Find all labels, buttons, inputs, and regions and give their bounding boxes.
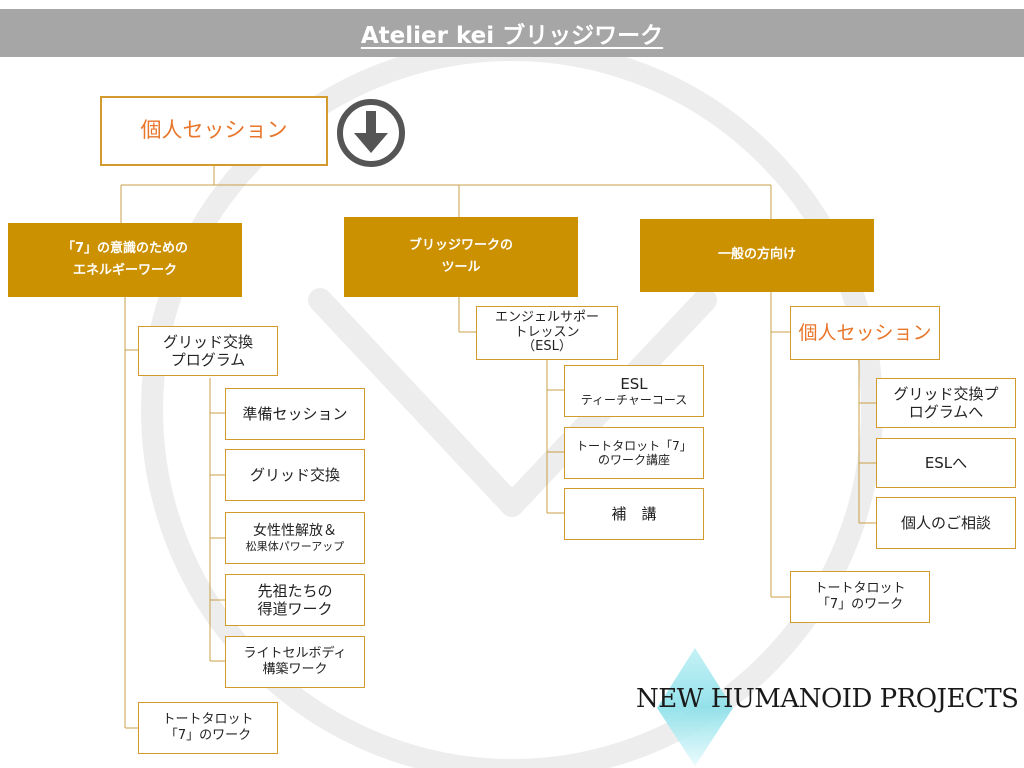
page-title: Atelier kei ブリッジワーク (360, 23, 664, 49)
box-line: 構築ワーク (262, 662, 328, 677)
box-line: 個人のご相談 (900, 514, 991, 532)
right-thoth-tarot-box: トートタロット 「7」のワーク (790, 571, 930, 623)
right-session-box: 個人セッション (790, 306, 940, 360)
left-thoth-tarot-box: トートタロット 「7」のワーク (138, 702, 278, 754)
tarot-course-box: トートタロット「7」 のワーク講座 (564, 427, 704, 479)
diamond-logo-icon (657, 648, 733, 766)
category-label-line: 一般の方向け (717, 247, 796, 263)
box-line: グリッド交換プ (893, 385, 999, 403)
box-line: トートタロット「7」 (576, 438, 692, 453)
angel-support-lesson-box: エンジェルサポー トレッスン （ESL） (476, 306, 618, 360)
category-energy-work: 「7」の意識のための エネルギーワーク (8, 223, 242, 297)
category-general-public: 一般の方向け (640, 219, 874, 292)
box-line: プログラム (170, 351, 246, 369)
category-label-line: 「7」の意識のための (61, 240, 189, 256)
step-grid-exchange: グリッド交換 (225, 449, 365, 501)
esl-teacher-course-box: ESL ティーチャーコース (564, 365, 704, 417)
box-line: グリッド交換 (249, 466, 340, 484)
box-line: 松果体パワーアップ (245, 539, 345, 553)
box-line: 補 講 (611, 505, 657, 523)
box-line: 先祖たちの (257, 582, 333, 600)
top-session-label: 個人セッション (140, 118, 288, 143)
box-line: ESLへ (924, 454, 968, 472)
box-line: のワーク講座 (597, 453, 670, 467)
grid-exchange-program-box: グリッド交換 プログラム (138, 326, 278, 376)
circle-arrow-down-icon (337, 99, 405, 167)
to-grid-program-box: グリッド交換プ ログラムへ (876, 378, 1016, 428)
box-line: ティーチャーコース (580, 392, 688, 407)
box-line: グリッド交換 (162, 333, 253, 351)
box-line: トートタロット (814, 581, 906, 597)
box-line: トートタロット (162, 712, 254, 728)
box-line: ログラムへ (908, 403, 984, 421)
step-ancestors-work: 先祖たちの 得道ワーク (225, 574, 365, 626)
box-line: 準備セッション (242, 405, 348, 423)
step-light-cell-body: ライトセルボディ 構築ワーク (225, 636, 365, 688)
supplementary-lesson-box: 補 講 (564, 488, 704, 540)
box-line: トレッスン (514, 324, 580, 340)
right-session-label: 個人セッション (798, 321, 932, 344)
step-preparation-session: 準備セッション (225, 388, 365, 440)
box-line: エンジェルサポー (494, 309, 599, 325)
category-label-line: エネルギーワーク (72, 263, 177, 278)
personal-consultation-box: 個人のご相談 (876, 497, 1016, 549)
to-esl-box: ESLへ (876, 438, 1016, 488)
box-line: （ESL） (522, 339, 572, 355)
category-bridgework-tools: ブリッジワークの ツール (344, 217, 578, 297)
title-banner: Atelier kei ブリッジワーク (0, 9, 1024, 57)
category-label-line: ブリッジワークの (408, 237, 513, 253)
category-label-line: ツール (441, 260, 481, 275)
box-line: ライトセルボディ (243, 646, 347, 662)
top-session-box: 個人セッション (100, 96, 328, 166)
box-line: 女性性解放＆ (253, 523, 337, 539)
box-line: 「7」のワーク (816, 597, 904, 612)
step-feminine-liberation: 女性性解放＆ 松果体パワーアップ (225, 512, 365, 564)
logo-text: NEW HUMANOID PROJECTS (636, 684, 1019, 714)
box-line: 「7」のワーク (164, 728, 252, 743)
box-line: 得道ワーク (257, 600, 333, 618)
box-line: ESL (620, 374, 648, 393)
